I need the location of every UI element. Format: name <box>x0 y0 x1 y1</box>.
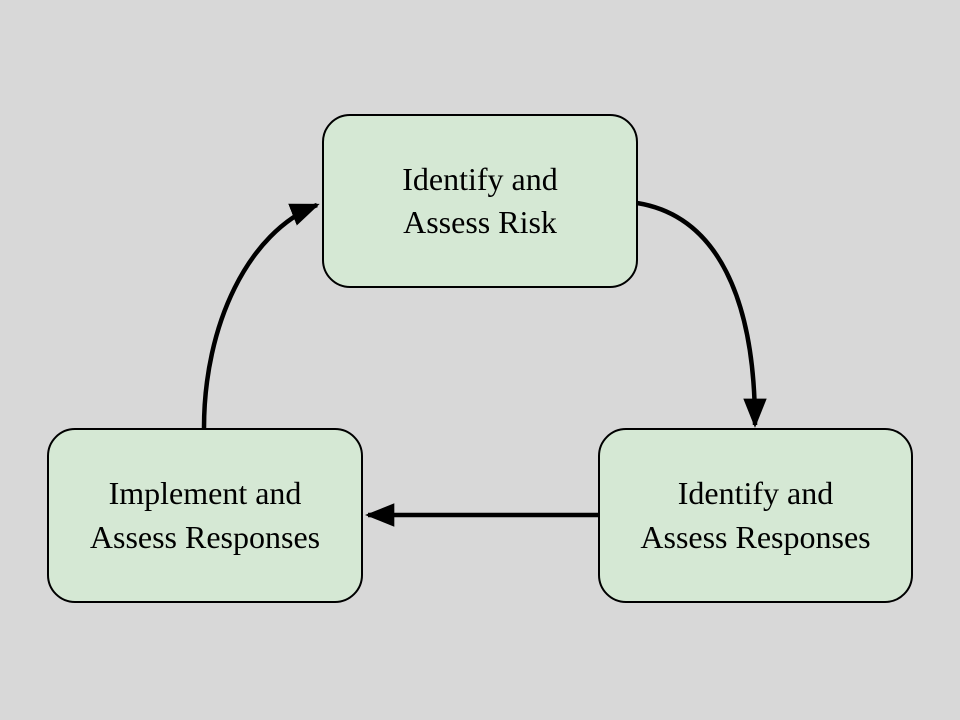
node-implement-assess-responses-label: Implement and Assess Responses <box>89 475 321 555</box>
node-implement-assess-responses: Implement and Assess Responses <box>47 428 363 603</box>
node-identify-assess-risk: Identify and Assess Risk <box>322 114 638 288</box>
arrow-top-to-bottom-right <box>636 200 767 428</box>
node-identify-assess-risk-label: Identify and Assess Risk <box>402 160 558 240</box>
arrow-bottom-left-to-top <box>201 202 320 429</box>
node-identify-assess-responses: Identify and Assess Responses <box>598 428 913 603</box>
node-identify-assess-responses-label: Identify and Assess Responses <box>640 475 871 555</box>
